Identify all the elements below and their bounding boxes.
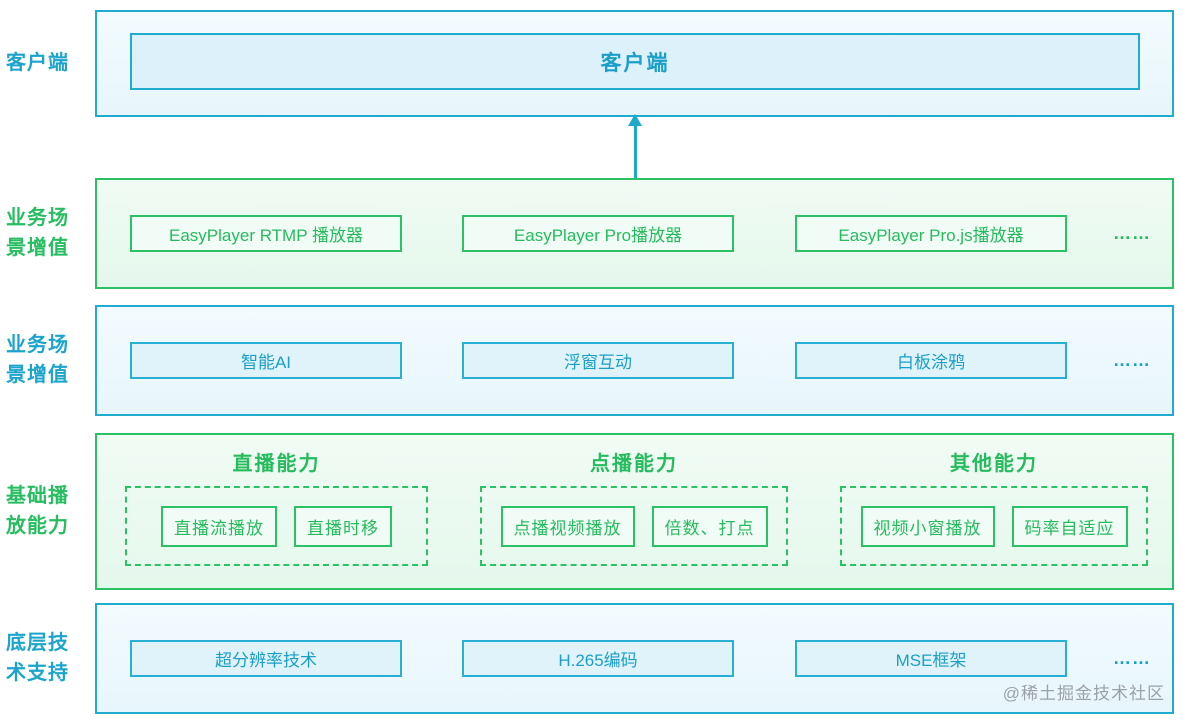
capability-item-vod-speed: 倍数、打点 [651, 505, 768, 547]
capability-dashed-vod: 点播视频播放 倍数、打点 [480, 486, 788, 566]
capability-group-vod: 点播能力 点播视频播放 倍数、打点 [480, 447, 788, 566]
client-row-box: 客户端 [95, 10, 1174, 117]
tech-row-box: 超分辨率技术 H.265编码 MSE框架 …… [95, 603, 1174, 714]
ellipsis-tech: …… [1113, 648, 1151, 668]
rail-label-tech: 底层技术支持 [6, 632, 69, 684]
capability-title-vod: 点播能力 [590, 453, 678, 475]
scene-box-float: 浮窗互动 [462, 342, 734, 379]
scenes-row-box: 智能AI 浮窗互动 白板涂鸦 …… [95, 305, 1174, 416]
up-arrow-icon [628, 114, 642, 126]
capability-item-live-timeshift: 直播时移 [294, 505, 392, 547]
up-arrow-line [634, 125, 637, 180]
player-box-rtmp: EasyPlayer RTMP 播放器 [130, 215, 402, 252]
rail-label-basic: 基础播放能力 [6, 485, 69, 537]
capability-item-abr: 码率自适应 [1011, 505, 1128, 547]
player-box-pro: EasyPlayer Pro播放器 [462, 215, 734, 252]
capability-item-vod-play: 点播视频播放 [500, 505, 635, 547]
tech-box-mse: MSE框架 [795, 640, 1067, 677]
rail-label-players: 业务场景增值 [6, 207, 69, 259]
rail-label-client: 客户端 [6, 52, 69, 74]
ellipsis-scenes: …… [1113, 350, 1151, 370]
scene-box-ai: 智能AI [130, 342, 402, 379]
capability-dashed-other: 视频小窗播放 码率自适应 [840, 486, 1148, 566]
rail-label-scenes: 业务场景增值 [6, 334, 69, 386]
basic-row-box: 直播能力 直播流播放 直播时移 点播能力 点播视频播放 倍数、打点 其他能力 视… [95, 433, 1174, 590]
capability-group-other: 其他能力 视频小窗播放 码率自适应 [840, 447, 1148, 566]
capability-dashed-live: 直播流播放 直播时移 [125, 486, 428, 566]
capability-item-live-stream: 直播流播放 [161, 505, 277, 547]
client-box: 客户端 [130, 33, 1140, 90]
ellipsis-players: …… [1113, 223, 1151, 243]
tech-box-h265: H.265编码 [462, 640, 734, 677]
player-box-projs: EasyPlayer Pro.js播放器 [795, 215, 1067, 252]
tech-box-superres: 超分辨率技术 [130, 640, 402, 677]
capability-title-live: 直播能力 [232, 453, 321, 475]
scene-box-whiteboard: 白板涂鸦 [795, 342, 1067, 379]
players-row-box: EasyPlayer RTMP 播放器 EasyPlayer Pro播放器 Ea… [95, 178, 1174, 289]
capability-group-live: 直播能力 直播流播放 直播时移 [125, 447, 428, 566]
capability-title-other: 其他能力 [950, 453, 1038, 475]
watermark: @稀土掘金技术社区 [1002, 684, 1165, 703]
capability-item-pip: 视频小窗播放 [860, 505, 995, 547]
